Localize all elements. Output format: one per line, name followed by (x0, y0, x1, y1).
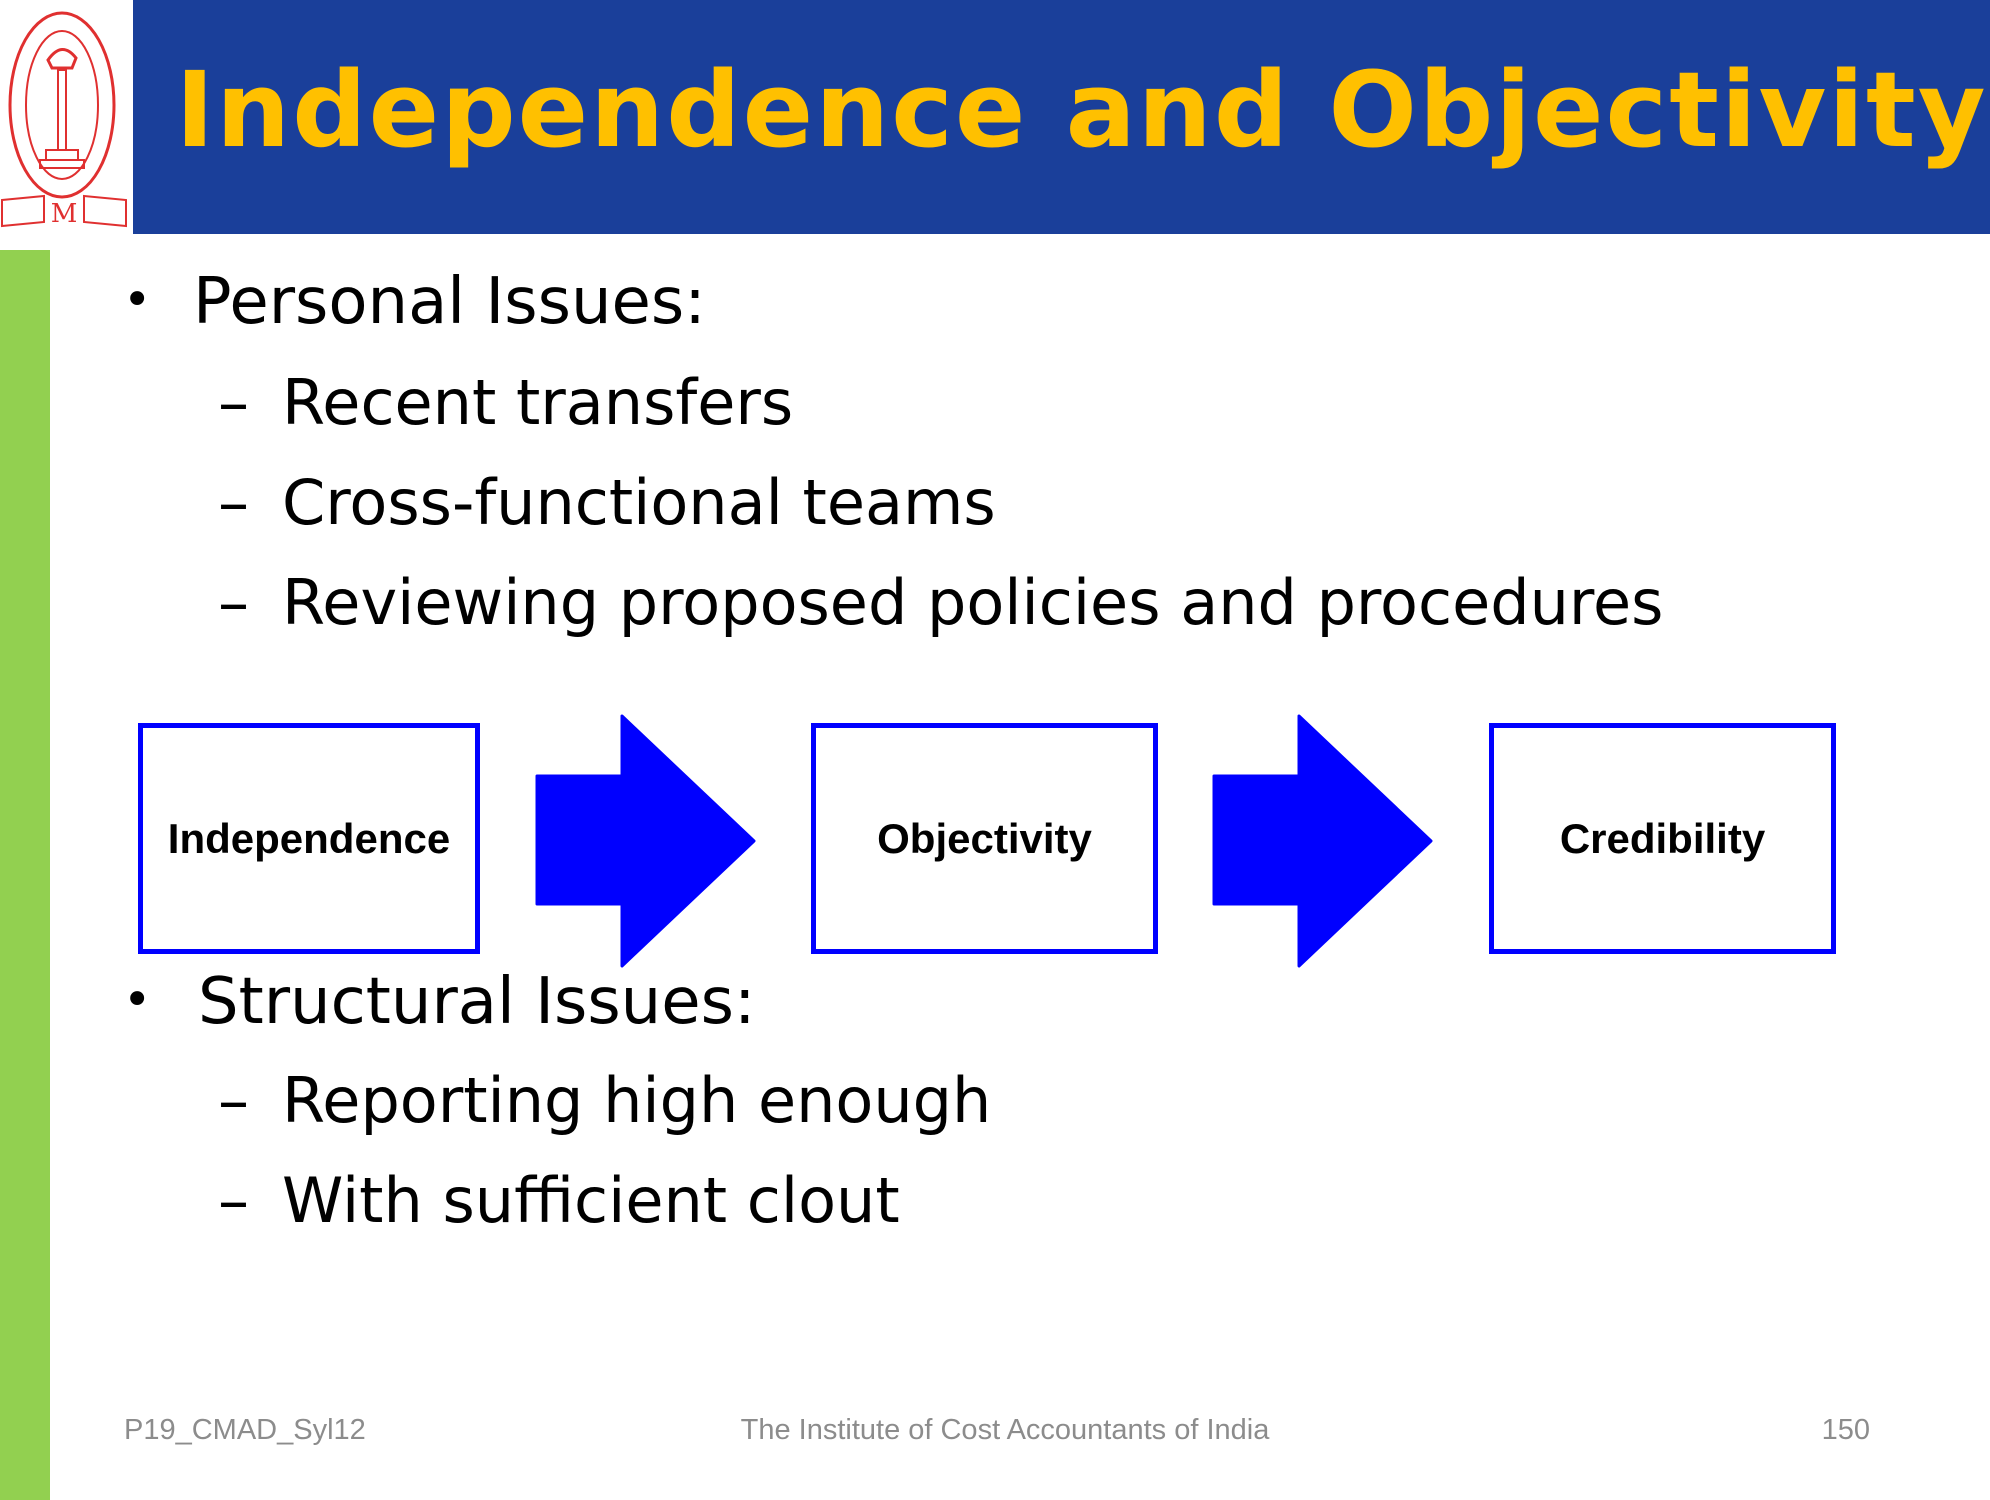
title-banner: Independence and Objectivity (133, 0, 1990, 234)
institute-logo: M (0, 0, 130, 234)
dash-icon: – (218, 566, 249, 639)
list-item-text: Reviewing proposed policies and procedur… (282, 566, 1664, 639)
dash-icon: – (218, 1064, 249, 1137)
list-item-text: Recent transfers (282, 366, 794, 439)
flow-box-credibility: Credibility (1489, 723, 1836, 954)
dash-icon: – (218, 466, 249, 539)
bullet-label: Structural Issues: (198, 965, 756, 1039)
footer-institute: The Institute of Cost Accountants of Ind… (740, 1414, 1270, 1446)
bullet-label: Personal Issues: (193, 265, 706, 339)
flow-box-objectivity: Objectivity (811, 723, 1158, 954)
list-item-text: Cross-functional teams (282, 466, 996, 539)
dash-icon: – (218, 1164, 249, 1237)
list-item: –Reviewing proposed policies and procedu… (218, 572, 1663, 634)
list-item: –Cross-functional teams (218, 472, 996, 534)
flow-box-independence: Independence (138, 723, 480, 954)
bullet-personal-issues: • Personal Issues: (123, 270, 706, 334)
list-item: –Reporting high enough (218, 1070, 991, 1132)
list-item: –Recent transfers (218, 372, 793, 434)
svg-text:M: M (51, 199, 78, 229)
bullet-icon: • (123, 972, 152, 1028)
slide-title: Independence and Objectivity (175, 49, 1988, 171)
right-arrow-icon (535, 714, 756, 968)
page-number: 150 (1821, 1414, 1870, 1446)
list-item-text: With sufficient clout (282, 1164, 900, 1237)
list-item-text: Reporting high enough (282, 1064, 992, 1137)
list-item: –With sufficient clout (218, 1170, 900, 1232)
footer-code: P19_CMAD_Syl12 (124, 1414, 366, 1446)
right-arrow-icon (1212, 714, 1433, 968)
bullet-icon: • (123, 272, 152, 328)
side-accent-bar (0, 250, 50, 1500)
dash-icon: – (218, 366, 249, 439)
bullet-structural-issues: • Structural Issues: (123, 970, 756, 1034)
